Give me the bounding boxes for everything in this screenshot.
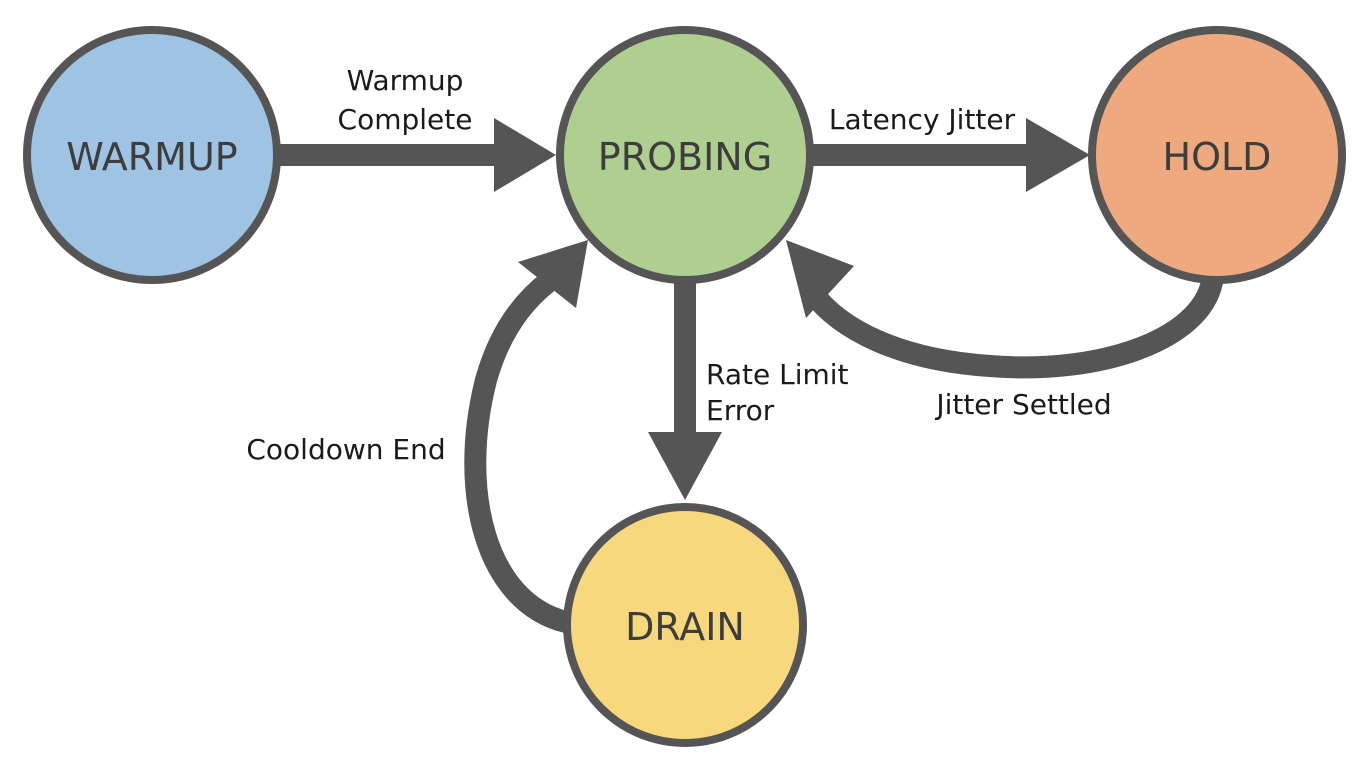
node-label: HOLD [1163, 135, 1272, 179]
node-circle [556, 26, 814, 284]
edge-probing-to-drain [648, 282, 722, 500]
edge-label-rate-limit-line2: Error [706, 394, 775, 427]
node-label: DRAIN [625, 605, 745, 649]
edge-warmup-to-probing [280, 118, 556, 192]
node-drain: DRAIN [563, 503, 807, 747]
edge-hold-to-probing [786, 240, 1223, 379]
node-probing: PROBING [556, 26, 814, 284]
node-label: WARMUP [66, 135, 237, 179]
node-circle [1088, 26, 1346, 284]
edge-label-rate-limit-line1: Rate Limit [706, 358, 849, 391]
arrowhead-icon [518, 240, 588, 308]
arrowhead-icon [1026, 118, 1090, 192]
edge-label-latency-jitter: Latency Jitter [829, 103, 1016, 136]
edge-curve [464, 273, 570, 633]
edge-label-jitter-settled: Jitter Settled [934, 388, 1111, 421]
edge-label-warmup-complete-line2: Complete [338, 103, 473, 136]
node-label: PROBING [598, 135, 772, 179]
node-circle [23, 26, 281, 284]
arrowhead-icon [648, 432, 722, 500]
arrowhead-icon [494, 118, 556, 192]
edge-curve [801, 271, 1223, 379]
node-warmup: WARMUP [23, 26, 281, 284]
arrowhead-icon [786, 240, 854, 318]
edge-drain-to-probing [464, 240, 588, 633]
edge-probing-to-hold [810, 118, 1090, 192]
edge-label-warmup-complete-line1: Warmup [347, 64, 464, 97]
node-hold: HOLD [1088, 26, 1346, 284]
node-circle [563, 503, 807, 747]
edge-label-cooldown-end: Cooldown End [246, 433, 445, 466]
